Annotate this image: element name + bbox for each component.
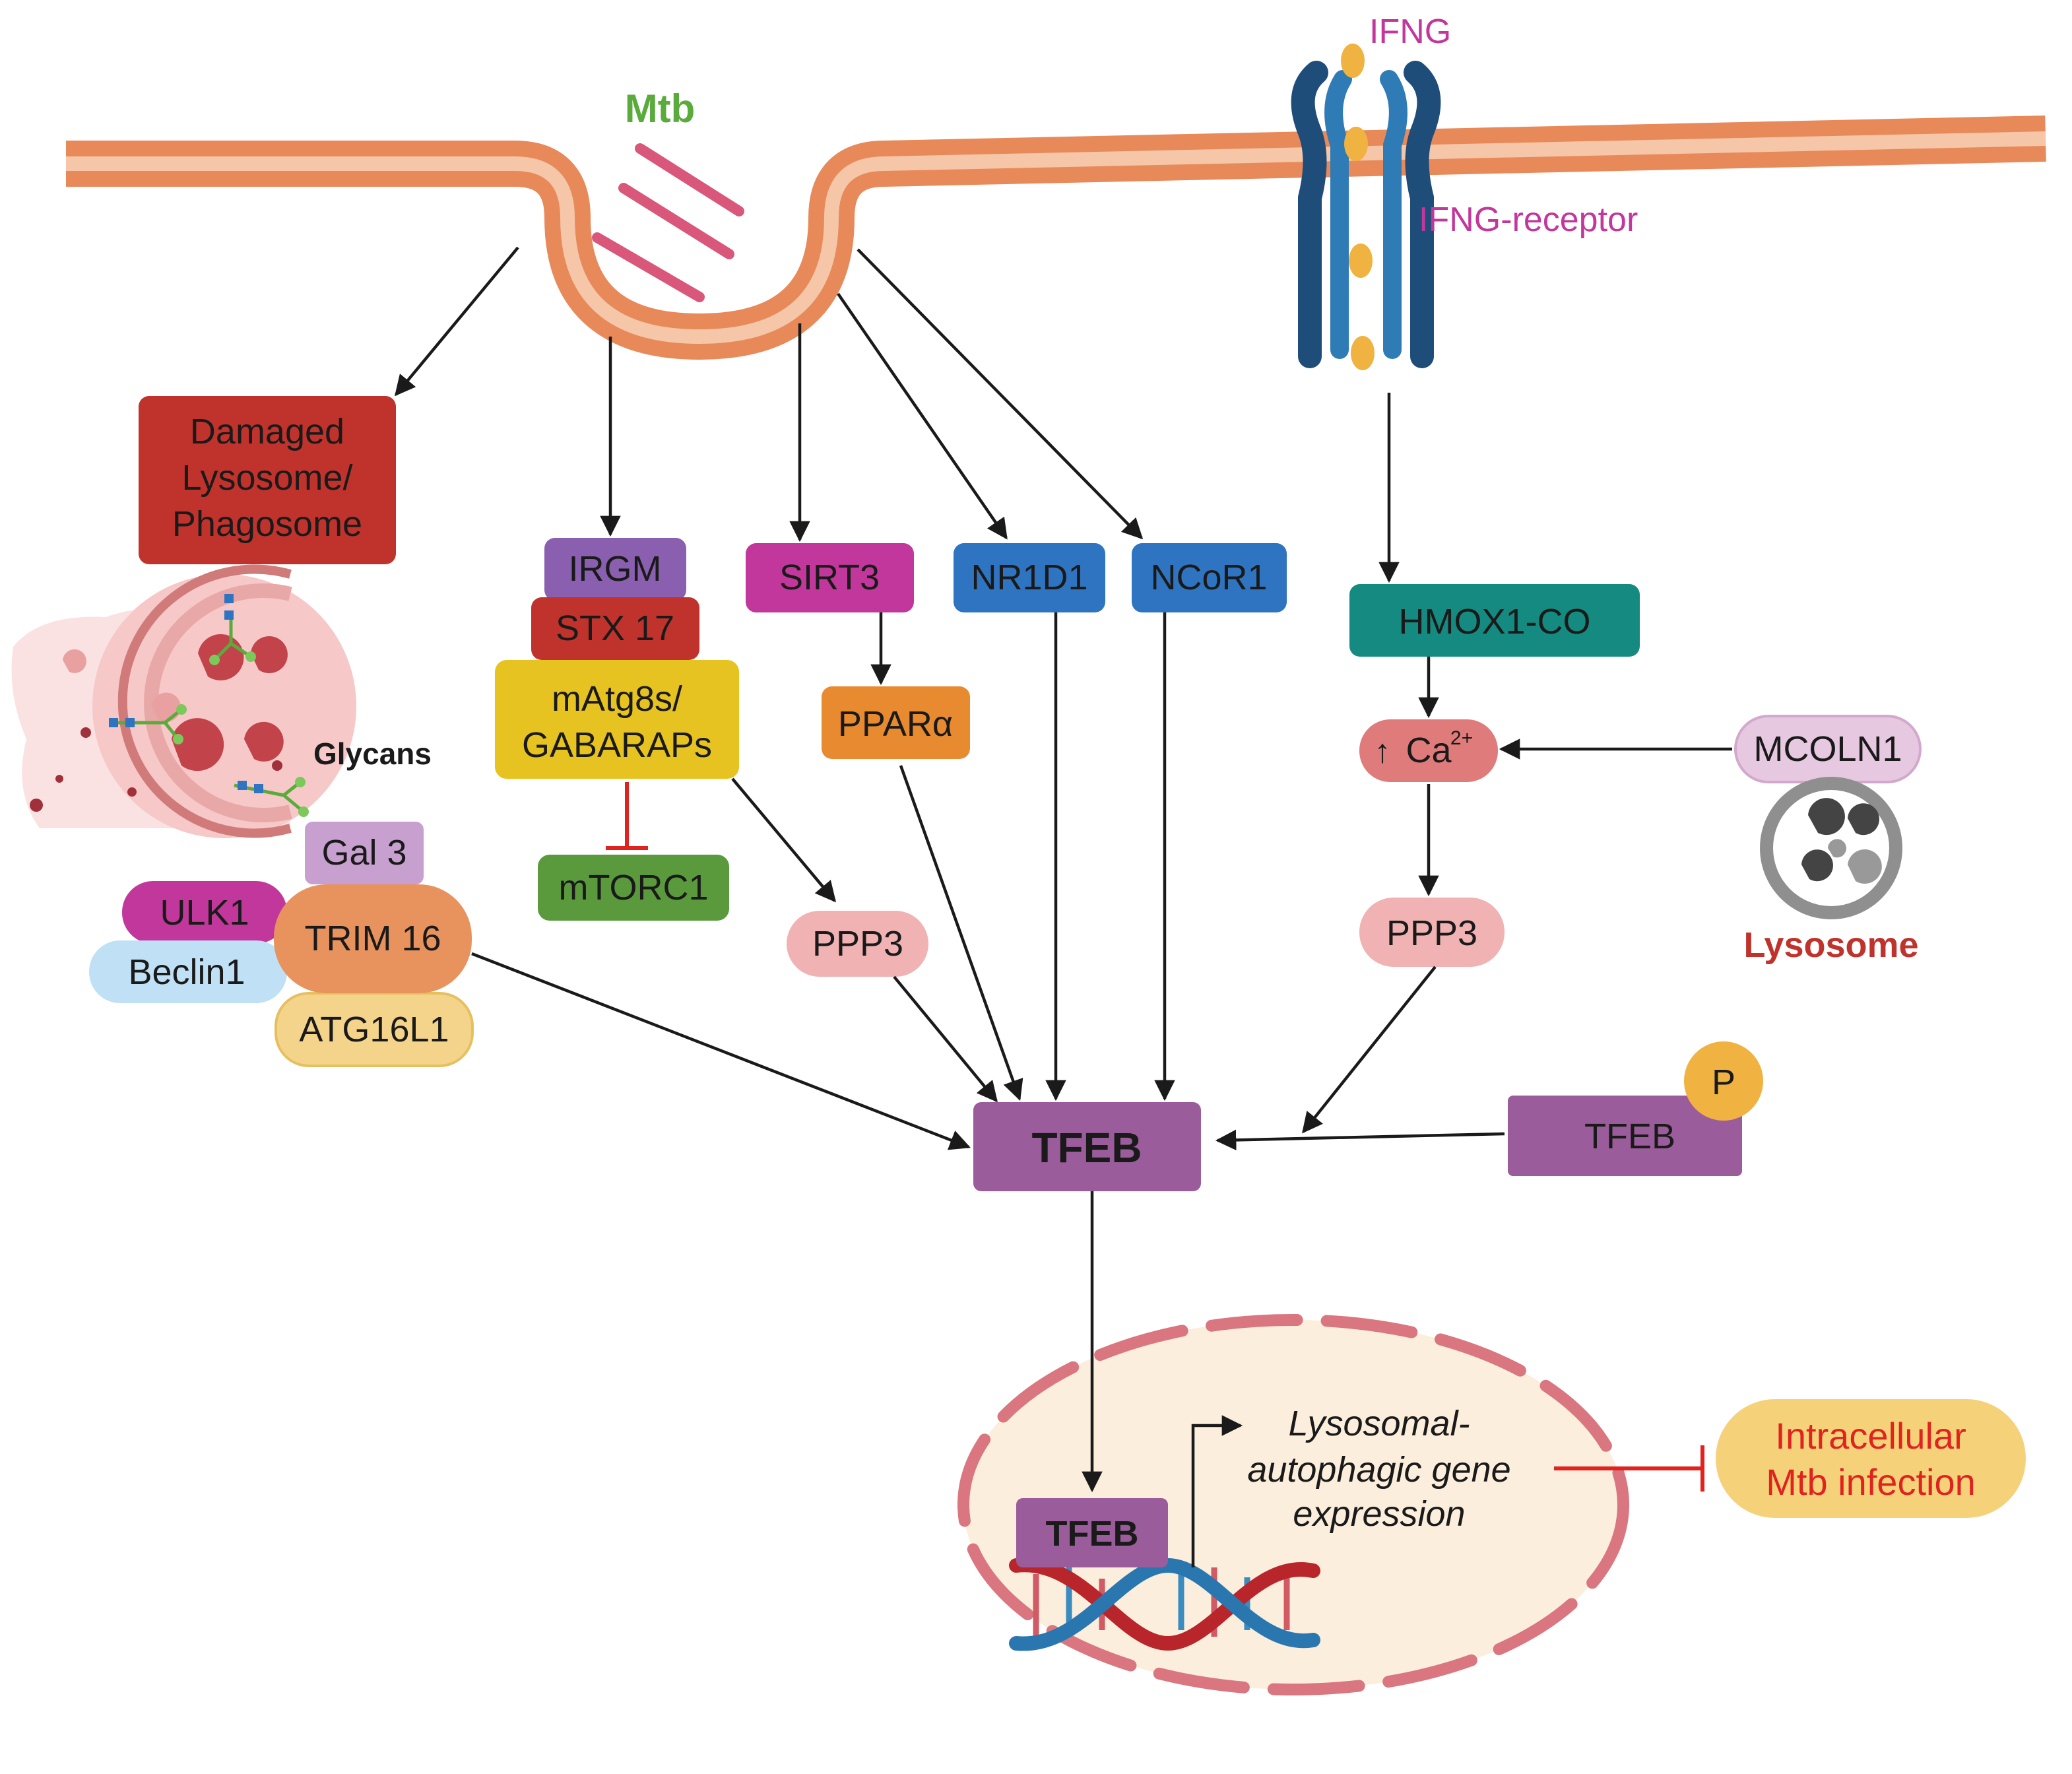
inhibition-matg8s-mtorc1 bbox=[606, 782, 648, 850]
ulk1-node: ULK1 bbox=[122, 881, 287, 944]
svg-text:HMOX1-CO: HMOX1-CO bbox=[1398, 602, 1590, 641]
svg-text:expression: expression bbox=[1293, 1494, 1465, 1534]
sirt3-node: SIRT3 bbox=[746, 543, 914, 612]
svg-text:SIRT3: SIRT3 bbox=[779, 558, 880, 597]
phosphate-p-badge bbox=[1684, 1041, 1763, 1121]
mtb-label: Mtb bbox=[625, 86, 696, 131]
svg-text:Damaged: Damaged bbox=[190, 412, 344, 451]
svg-text:Gal 3: Gal 3 bbox=[321, 833, 406, 872]
svg-text:Mtb infection: Mtb infection bbox=[1766, 1461, 1976, 1503]
lysosome-icon bbox=[1760, 777, 1902, 919]
gene-expression-label: Lysosomal- autophagic gene expression bbox=[1247, 1404, 1510, 1534]
svg-text:TFEB: TFEB bbox=[1046, 1514, 1139, 1554]
svg-text:TFEB: TFEB bbox=[1584, 1117, 1675, 1156]
svg-text:TRIM 16: TRIM 16 bbox=[304, 919, 441, 958]
svg-text:Beclin1: Beclin1 bbox=[128, 952, 245, 992]
svg-text:ULK1: ULK1 bbox=[160, 893, 249, 933]
tfeb-phosphorylated-node: TFEB P bbox=[1508, 1041, 1763, 1176]
svg-text:ATG16L1: ATG16L1 bbox=[299, 1010, 449, 1049]
transcription-arrow bbox=[1191, 1415, 1243, 1567]
ca-label: Ca bbox=[1406, 731, 1452, 770]
nr1d1-node: NR1D1 bbox=[954, 543, 1105, 612]
svg-text:Lysosome/: Lysosome/ bbox=[181, 458, 352, 498]
ppp3-left-node: PPP3 bbox=[787, 911, 928, 977]
svg-text:Phagosome: Phagosome bbox=[172, 504, 362, 544]
glycans-label: Glycans bbox=[313, 737, 432, 771]
svg-text:GABARAPs: GABARAPs bbox=[522, 725, 712, 765]
ppp3-right-node: PPP3 bbox=[1359, 898, 1505, 967]
mtb-bacteria-icon bbox=[592, 143, 744, 302]
irgm-node: IRGM bbox=[544, 538, 686, 601]
tfeb-main-node: TFEB bbox=[973, 1102, 1201, 1191]
plasma-membrane bbox=[66, 115, 2046, 360]
mcoln1-node: MCOLN1 bbox=[1734, 715, 1922, 783]
svg-text:IRGM: IRGM bbox=[569, 549, 662, 589]
svg-text:PPP3: PPP3 bbox=[1386, 913, 1477, 953]
svg-text:Intracellular: Intracellular bbox=[1775, 1415, 1966, 1457]
tfeb-nuclear-node: TFEB bbox=[1016, 1498, 1168, 1567]
ppara-node: PPARα bbox=[822, 686, 970, 759]
svg-text:MCOLN1: MCOLN1 bbox=[1753, 729, 1902, 769]
dna-helix-icon bbox=[1009, 1558, 1320, 1651]
svg-text:mAtg8s/: mAtg8s/ bbox=[552, 679, 682, 719]
ifng-receptor-label: IFNG-receptor bbox=[1419, 201, 1638, 239]
svg-text:NCoR1: NCoR1 bbox=[1150, 558, 1267, 597]
beclin1-node: Beclin1 bbox=[89, 940, 287, 1003]
ifng-label: IFNG bbox=[1369, 13, 1451, 51]
stx17-node: STX 17 bbox=[531, 597, 699, 660]
atg16l1-node: ATG16L1 bbox=[275, 992, 474, 1067]
intracellular-mtb-infection-node: Intracellular Mtb infection bbox=[1716, 1399, 2026, 1518]
gal3-node: Gal 3 bbox=[305, 822, 424, 884]
arrows-from-phagosome bbox=[394, 246, 1144, 542]
nucleus bbox=[957, 1314, 1629, 1695]
hmox1-co-node: HMOX1-CO bbox=[1349, 584, 1640, 657]
damaged-lysosome-icon bbox=[11, 564, 356, 838]
svg-text:TFEB: TFEB bbox=[1031, 1124, 1142, 1171]
inhibition-expression-infection bbox=[1554, 1445, 1704, 1492]
trim16-node: TRIM 16 bbox=[274, 884, 472, 993]
svg-text:STX 17: STX 17 bbox=[556, 608, 674, 648]
ca-superscript: 2+ bbox=[1450, 727, 1473, 749]
mtorc1-node: mTORC1 bbox=[538, 855, 729, 921]
svg-text:PPP3: PPP3 bbox=[812, 924, 903, 964]
svg-text:autophagic gene: autophagic gene bbox=[1247, 1450, 1510, 1490]
lysosome-label: Lysosome bbox=[1743, 925, 1918, 965]
svg-text:Lysosomal-: Lysosomal- bbox=[1288, 1404, 1470, 1443]
ncor1-node: NCoR1 bbox=[1132, 543, 1287, 612]
svg-text:PPARα: PPARα bbox=[838, 704, 953, 744]
svg-text:mTORC1: mTORC1 bbox=[558, 868, 708, 907]
ca-up-arrow: ↑ bbox=[1375, 733, 1391, 770]
ifng-receptor-icon bbox=[1291, 44, 1441, 370]
arrows-into-tfeb bbox=[471, 612, 1505, 1151]
svg-text:NR1D1: NR1D1 bbox=[971, 558, 1087, 597]
ca2-node: ↑ Ca 2+ bbox=[1359, 719, 1498, 782]
damaged-lysosome-phagosome-node: Damaged Lysosome/ Phagosome bbox=[139, 396, 396, 564]
matg8s-gabaraps-node: mAtg8s/ GABARAPs bbox=[495, 660, 739, 779]
svg-text:P: P bbox=[1712, 1063, 1735, 1102]
